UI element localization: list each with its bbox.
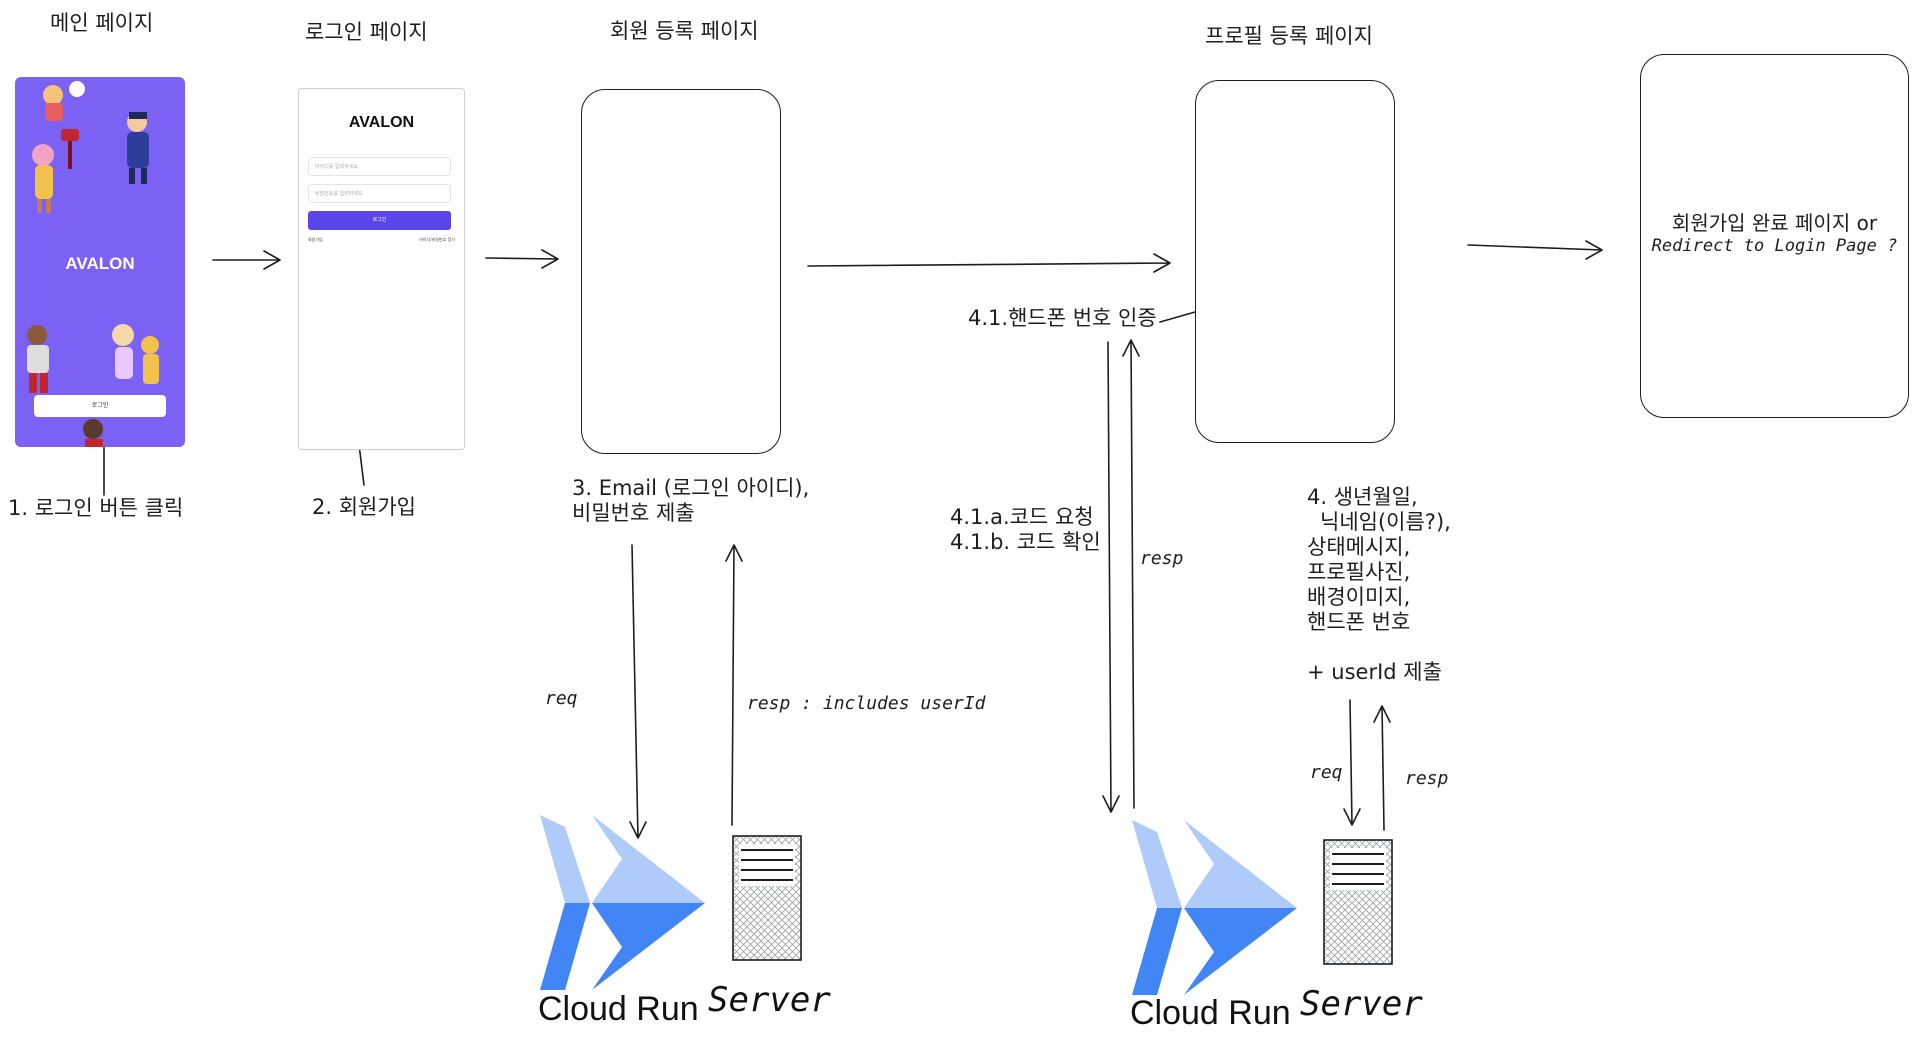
step41-label: 4.1.핸드폰 번호 인증 — [968, 306, 1157, 330]
step3-label-line2: 비밀번호 제출 — [572, 501, 695, 525]
server-label: Server — [708, 980, 831, 1020]
step3-label: 3. Email (로그인 아이디), — [572, 476, 810, 500]
step41a-label: 4.1.a.코드 요청 — [950, 505, 1094, 529]
req-label: req — [545, 688, 578, 709]
login-id-input[interactable]: 아이디를 입력하세요 — [308, 157, 451, 176]
login-submit-button[interactable]: 로그인 — [308, 211, 451, 230]
arrow-register-req — [629, 544, 647, 839]
cloud-run-label: Cloud Run — [1130, 994, 1291, 1032]
cloud-run-icon — [540, 815, 705, 990]
step41b-label: 4.1.b. 코드 확인 — [950, 530, 1101, 554]
title-main-page: 메인 페이지 — [50, 11, 154, 35]
step4-line: 상태메시지, — [1307, 535, 1411, 559]
cloud-run-label: Cloud Run — [538, 990, 699, 1028]
cloud-run-icon — [1132, 820, 1297, 995]
arrow-register-resp — [725, 544, 743, 826]
signup-complete-frame: 회원가입 완료 페이지 or Redirect to Login Page ? — [1640, 54, 1909, 418]
step2-label: 2. 회원가입 — [312, 495, 416, 519]
mailbox — [61, 129, 79, 169]
arrow-login-to-register — [485, 249, 559, 269]
step4-line: 닉네임(이름?), — [1320, 510, 1451, 534]
resp-label: resp — [1140, 548, 1184, 569]
profile-page-frame — [1195, 80, 1395, 443]
step4-extra: + userId 제출 — [1307, 660, 1442, 684]
signup-link[interactable]: 회원가입 — [308, 237, 323, 242]
character-illustrations — [27, 81, 159, 447]
main-page-screenshot: AVALON 로그인 — [15, 77, 185, 447]
arrow-register-to-profile — [807, 253, 1171, 273]
arrow-phone-req — [1102, 341, 1120, 813]
title-login-page: 로그인 페이지 — [305, 20, 428, 44]
title-profile-page: 프로필 등록 페이지 — [1205, 24, 1373, 48]
arrow-profile-resp — [1373, 705, 1391, 831]
title-register-page: 회원 등록 페이지 — [610, 19, 759, 43]
step4-line: 핸드폰 번호 — [1307, 610, 1411, 634]
avatar-figure — [43, 81, 85, 121]
step4-line: 4. 생년월일, — [1307, 485, 1418, 509]
redirect-label: Redirect to Login Page ? — [1651, 236, 1898, 256]
complete-page-label: 회원가입 완료 페이지 or — [1671, 211, 1878, 235]
avatar-figure — [83, 419, 103, 447]
login-page-screenshot: AVALON 아이디를 입력하세요 비밀번호를 입력하세요 로그인 회원가입 아… — [298, 88, 465, 450]
server-label: Server — [1300, 984, 1423, 1024]
step4-line: 배경이미지, — [1307, 585, 1411, 609]
avatar-figure — [127, 112, 149, 184]
server-icon — [1323, 839, 1393, 965]
login-password-input[interactable]: 비밀번호를 입력하세요 — [308, 184, 451, 203]
server-icon — [732, 835, 802, 961]
step4-line: 프로필사진, — [1307, 560, 1411, 584]
resp-label: resp — [1405, 768, 1449, 789]
avatar-figure — [112, 324, 159, 384]
arrow-profile-to-done — [1467, 240, 1603, 260]
register-page-frame — [581, 89, 781, 454]
main-login-button[interactable]: 로그인 — [34, 395, 166, 417]
arrow-profile-req — [1343, 699, 1361, 826]
avatar-figure — [32, 144, 54, 213]
step1-label: 1. 로그인 버튼 클릭 — [8, 496, 184, 520]
resp-includes-userid-label: resp : includes userId — [747, 693, 986, 714]
arrow-phone-resp — [1122, 339, 1140, 809]
req-label: req — [1310, 762, 1343, 783]
arrow-main-to-login — [212, 250, 281, 270]
avatar-figure — [27, 325, 49, 393]
login-brand-logo: AVALON — [348, 114, 415, 131]
main-brand-logo: AVALON — [65, 254, 135, 273]
find-account-link[interactable]: 아이디/비밀번호 찾기 — [419, 237, 455, 242]
